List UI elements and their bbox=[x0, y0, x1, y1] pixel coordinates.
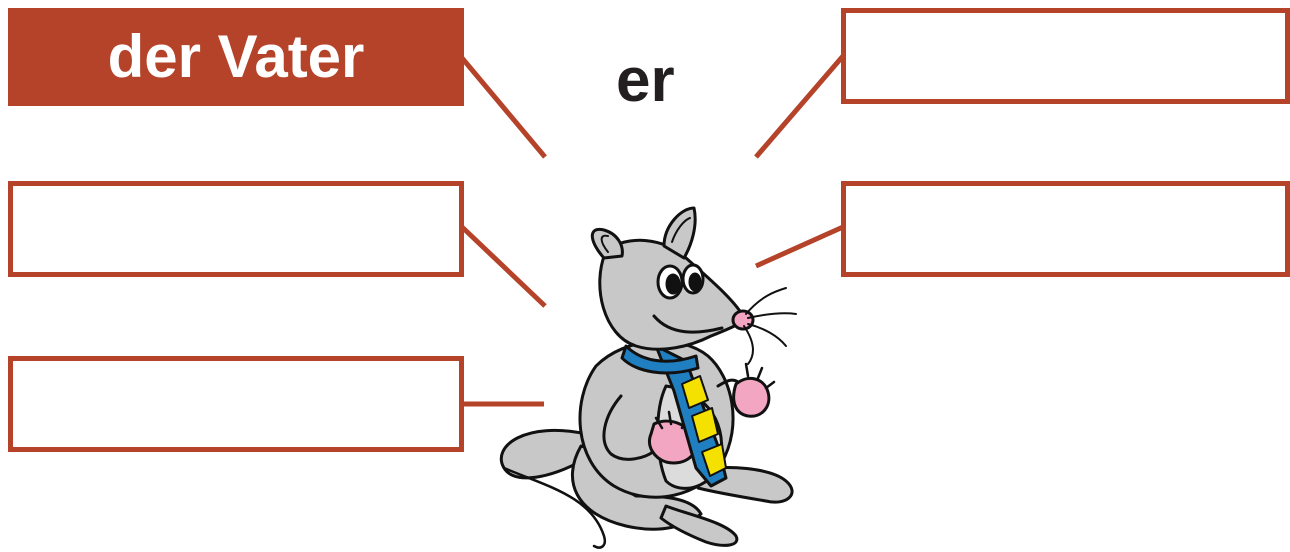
answer-box-bottom-left[interactable] bbox=[8, 356, 464, 452]
answer-input-middle-left[interactable] bbox=[13, 186, 459, 272]
father-label: der Vater bbox=[107, 23, 365, 90]
mouse-with-tie-icon bbox=[499, 206, 797, 549]
pronoun-label: er bbox=[616, 46, 675, 115]
answer-box-top-right[interactable] bbox=[841, 8, 1290, 104]
father-label-box: der Vater bbox=[8, 8, 464, 106]
answer-input-bottom-left[interactable] bbox=[13, 361, 459, 447]
answer-input-middle-right[interactable] bbox=[846, 186, 1285, 272]
answer-input-top-right[interactable] bbox=[846, 13, 1285, 99]
answer-box-middle-right[interactable] bbox=[841, 181, 1290, 277]
connector-middle-left bbox=[460, 225, 547, 308]
connector-middle-right bbox=[754, 224, 845, 269]
answer-box-middle-left[interactable] bbox=[8, 181, 464, 277]
connector-top-right bbox=[754, 54, 845, 159]
connector-father bbox=[460, 56, 547, 159]
